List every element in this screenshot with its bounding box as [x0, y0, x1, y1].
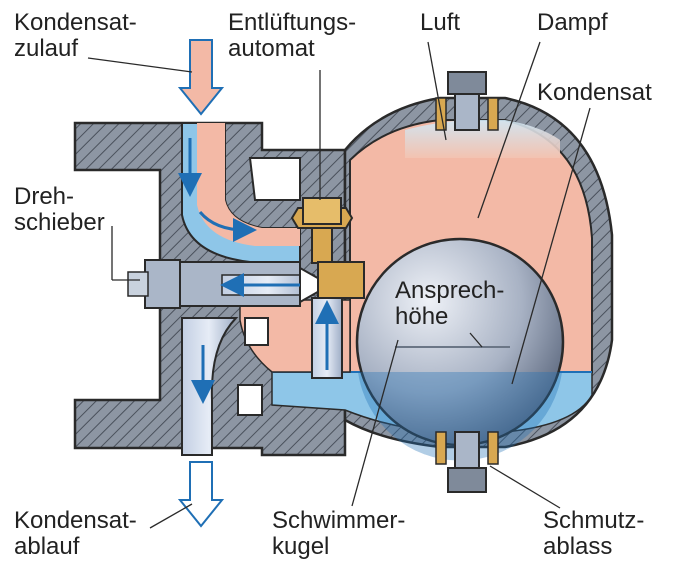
label-dampf: Dampf: [537, 10, 608, 36]
label-schwimmerkugel-line1: Schwimmer-: [272, 507, 406, 534]
label-schmutzablass-line2: ablass: [543, 533, 613, 560]
leader-luft: [427, 41, 447, 141]
label-kondensat-text: Kondensat: [537, 79, 652, 106]
housing-cavity-top: [248, 157, 301, 201]
top-bolt: [435, 71, 499, 131]
label-kondensat: Kondensat: [537, 80, 652, 106]
vent-nut: [302, 197, 342, 225]
label-dampf-text: Dampf: [537, 9, 608, 36]
label-schwimmerkugel-line2: kugel: [272, 533, 330, 560]
inlet-channel-steam: [197, 123, 300, 246]
float-ball-water-shade: [358, 372, 562, 461]
label-schmutzablass-line1: Schmutz-: [543, 507, 645, 534]
label-entlueftungsautomat-line1: Entlüftungs-: [228, 9, 357, 36]
label-entlueftungsautomat: Entlüftungs- automat: [228, 10, 356, 62]
valve-cap: [144, 259, 181, 309]
label-drehschieber: Dreh- schieber: [14, 184, 105, 236]
valve-cap-inner: [127, 271, 149, 297]
label-kondensatablauf-line1: Kondensat-: [14, 507, 137, 534]
label-ansprechhoehe: Ansprech- höhe: [395, 278, 504, 330]
leader-ansprechhoehe: [469, 332, 483, 348]
bottom-bolt-washer-right: [487, 431, 499, 465]
bottom-bolt: [435, 431, 499, 493]
label-kondensatablauf-line2: ablauf: [14, 533, 80, 560]
rotary-slide-valve: [127, 259, 333, 309]
bottom-bolt-shaft: [454, 431, 480, 469]
label-schwimmerkugel: Schwimmer- kugel: [272, 508, 405, 560]
leader-kondensat: [511, 107, 591, 385]
leader-kondensatzulauf: [87, 57, 193, 73]
label-kondensatablauf: Kondensat- ablauf: [14, 508, 137, 560]
housing-cavity-bottom: [237, 384, 263, 416]
label-luft-text: Luft: [420, 9, 461, 36]
leader-schwimmerkugel: [351, 339, 399, 507]
leader-dampf: [477, 41, 541, 219]
label-luft: Luft: [420, 10, 460, 36]
inlet-arrow: [177, 39, 225, 116]
top-bolt-head: [447, 71, 487, 95]
label-kondensatzulauf-line2: zulauf: [14, 35, 79, 62]
label-ansprechhoehe-line1: Ansprech-: [395, 277, 505, 304]
bottom-bolt-washer-left: [435, 431, 447, 465]
leader-lines: [87, 41, 591, 529]
label-entlueftungsautomat-line2: automat: [228, 35, 315, 62]
label-kondensatzulauf-line1: Kondensat-: [14, 9, 137, 36]
label-schmutzablass: Schmutz- ablass: [543, 508, 644, 560]
inlet-turn-arrow: [198, 211, 257, 242]
label-drehschieber-line1: Dreh-: [14, 183, 75, 210]
label-drehschieber-line2: schieber: [14, 209, 105, 236]
housing-cavity-mid: [244, 317, 269, 346]
top-bolt-shaft: [454, 93, 480, 131]
top-bolt-washer-right: [487, 97, 499, 131]
leader-kondensatablauf: [149, 503, 193, 529]
bottom-bolt-head: [447, 467, 487, 493]
label-ansprechhoehe-line2: höhe: [395, 303, 449, 330]
vent-seat: [317, 261, 365, 299]
outlet-arrow: [177, 461, 225, 528]
automatic-vent: [290, 197, 365, 379]
label-kondensatzulauf: Kondensat- zulauf: [14, 10, 137, 62]
leader-schmutzablass: [489, 465, 561, 509]
